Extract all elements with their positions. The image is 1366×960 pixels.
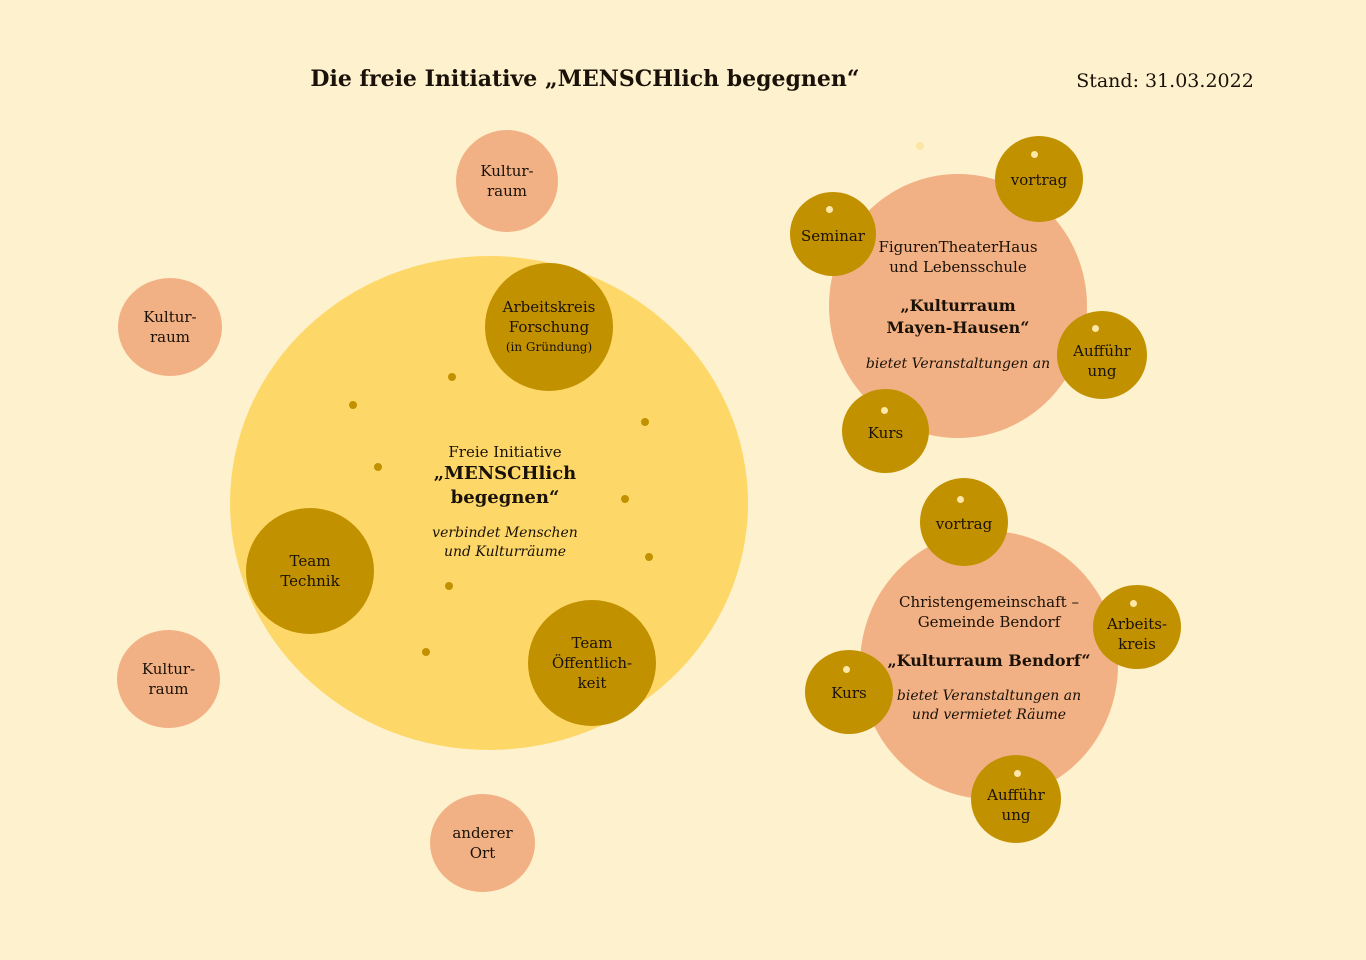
date-label: Stand: 31.03.2022	[1076, 70, 1254, 92]
bendorf-description-line1: bietet Veranstaltungen an	[896, 688, 1082, 704]
mayen-kurs-label: Kurs	[867, 424, 904, 442]
team-oeffentlichkeit-line3: keit	[577, 674, 607, 692]
mayen-auffuehrung-line1: Aufführ	[1073, 342, 1131, 360]
team-technik-line2: Technik	[280, 572, 340, 590]
light-dot	[881, 407, 888, 414]
bendorf-arbeitskreis-circle: Arbeits- kreis	[1093, 585, 1181, 669]
light-dot	[826, 206, 833, 213]
light-dot	[1130, 600, 1137, 607]
kulturraum-bottom-left-line2: raum	[148, 680, 189, 698]
mayen-seminar-circle: Seminar	[790, 192, 876, 276]
bendorf-vortrag-label: vortrag	[935, 515, 993, 533]
main-initiative-line1: Freie Initiative	[448, 443, 562, 461]
bendorf-auffuehrung-line2: ung	[1001, 806, 1031, 824]
bendorf-name: „Kulturraum Bendorf“	[887, 651, 1091, 670]
kulturraum-left-circle: Kultur- raum	[118, 278, 222, 376]
decor-dot	[422, 648, 430, 656]
mayen-seminar-label: Seminar	[801, 227, 865, 245]
mayen-auffuehrung-line2: ung	[1087, 362, 1117, 380]
team-oeffentlichkeit-circle: Team Öffentlich- keit	[528, 600, 656, 726]
bendorf-circle	[860, 531, 1118, 799]
kulturraum-top-line1: Kultur-	[480, 162, 534, 180]
mayen-name-line2: Mayen-Hausen“	[886, 318, 1030, 337]
decor-dot	[621, 495, 629, 503]
mayen-text: FigurenTheaterHaus und Lebensschule „Kul…	[858, 237, 1058, 374]
team-oeffentlichkeit-line2: Öffentlich-	[551, 654, 633, 672]
light-dot	[1092, 325, 1099, 332]
team-oeffentlichkeit-line1: Team	[571, 634, 613, 652]
team-technik-circle: Team Technik	[246, 508, 374, 634]
kulturraum-top-line2: raum	[487, 182, 527, 200]
kulturraum-top-circle: Kultur- raum	[456, 130, 558, 232]
mayen-description: bietet Veranstaltungen an	[865, 356, 1051, 372]
team-research-line1: Arbeitskreis	[502, 298, 596, 316]
mayen-kurs-circle: Kurs	[842, 389, 929, 473]
mayen-vortrag-label: vortrag	[1010, 171, 1068, 189]
anderer-ort-circle: anderer Ort	[430, 794, 535, 892]
bendorf-vortrag-circle: vortrag	[920, 478, 1008, 566]
mayen-line2: und Lebensschule	[889, 258, 1027, 276]
team-research-circle: Arbeitskreis Forschung (in Gründung)	[485, 263, 613, 391]
team-research-line2: Forschung	[508, 318, 590, 336]
team-technik-line1: Team	[289, 552, 331, 570]
decor-dot	[349, 401, 357, 409]
team-research-note: (in Gründung)	[505, 340, 593, 354]
decor-dot	[374, 463, 382, 471]
light-dot	[1031, 151, 1038, 158]
bendorf-description-line2: und vermietet Räume	[911, 707, 1067, 723]
main-initiative-name: „MENSCHlich begegnen“	[433, 463, 577, 508]
decor-dot	[641, 418, 649, 426]
anderer-ort-line2: Ort	[469, 844, 496, 862]
decor-dot	[445, 582, 453, 590]
bendorf-auffuehrung-line1: Aufführ	[987, 786, 1045, 804]
main-initiative-description: verbindet Menschen und Kulturräume	[432, 525, 578, 560]
bendorf-line2: Gemeinde Bendorf	[917, 613, 1061, 631]
bendorf-arbeitskreis-line1: Arbeits-	[1106, 615, 1168, 633]
bendorf-auffuehrung-circle: Aufführ ung	[971, 755, 1061, 843]
main-initiative-text: Freie Initiative „MENSCHlich begegnen“ v…	[390, 442, 620, 562]
bendorf-kurs-circle: Kurs	[805, 650, 893, 734]
decor-dot	[645, 553, 653, 561]
light-dot	[843, 666, 850, 673]
kulturraum-left-line2: raum	[150, 328, 190, 346]
light-dot	[1014, 770, 1021, 777]
decor-dot	[448, 373, 456, 381]
mayen-name-line1: „Kulturraum	[900, 296, 1016, 315]
bendorf-kurs-label: Kurs	[831, 684, 867, 702]
mayen-vortrag-circle: vortrag	[995, 136, 1083, 222]
bendorf-line1: Christengemeinschaft –	[899, 593, 1079, 611]
decor-dot-light	[916, 142, 924, 150]
kulturraum-bottom-left-circle: Kultur- raum	[117, 630, 220, 728]
page-title: Die freie Initiative „MENSCHlich begegne…	[310, 66, 860, 92]
mayen-line1: FigurenTheaterHaus	[878, 238, 1038, 256]
bendorf-text: Christengemeinschaft – Gemeinde Bendorf …	[879, 592, 1099, 725]
kulturraum-left-line1: Kultur-	[143, 308, 197, 326]
anderer-ort-line1: anderer	[452, 824, 513, 842]
kulturraum-bottom-left-line1: Kultur-	[141, 660, 196, 678]
bendorf-arbeitskreis-line2: kreis	[1118, 635, 1156, 653]
light-dot	[957, 496, 964, 503]
mayen-auffuehrung-circle: Aufführ ung	[1057, 311, 1147, 399]
